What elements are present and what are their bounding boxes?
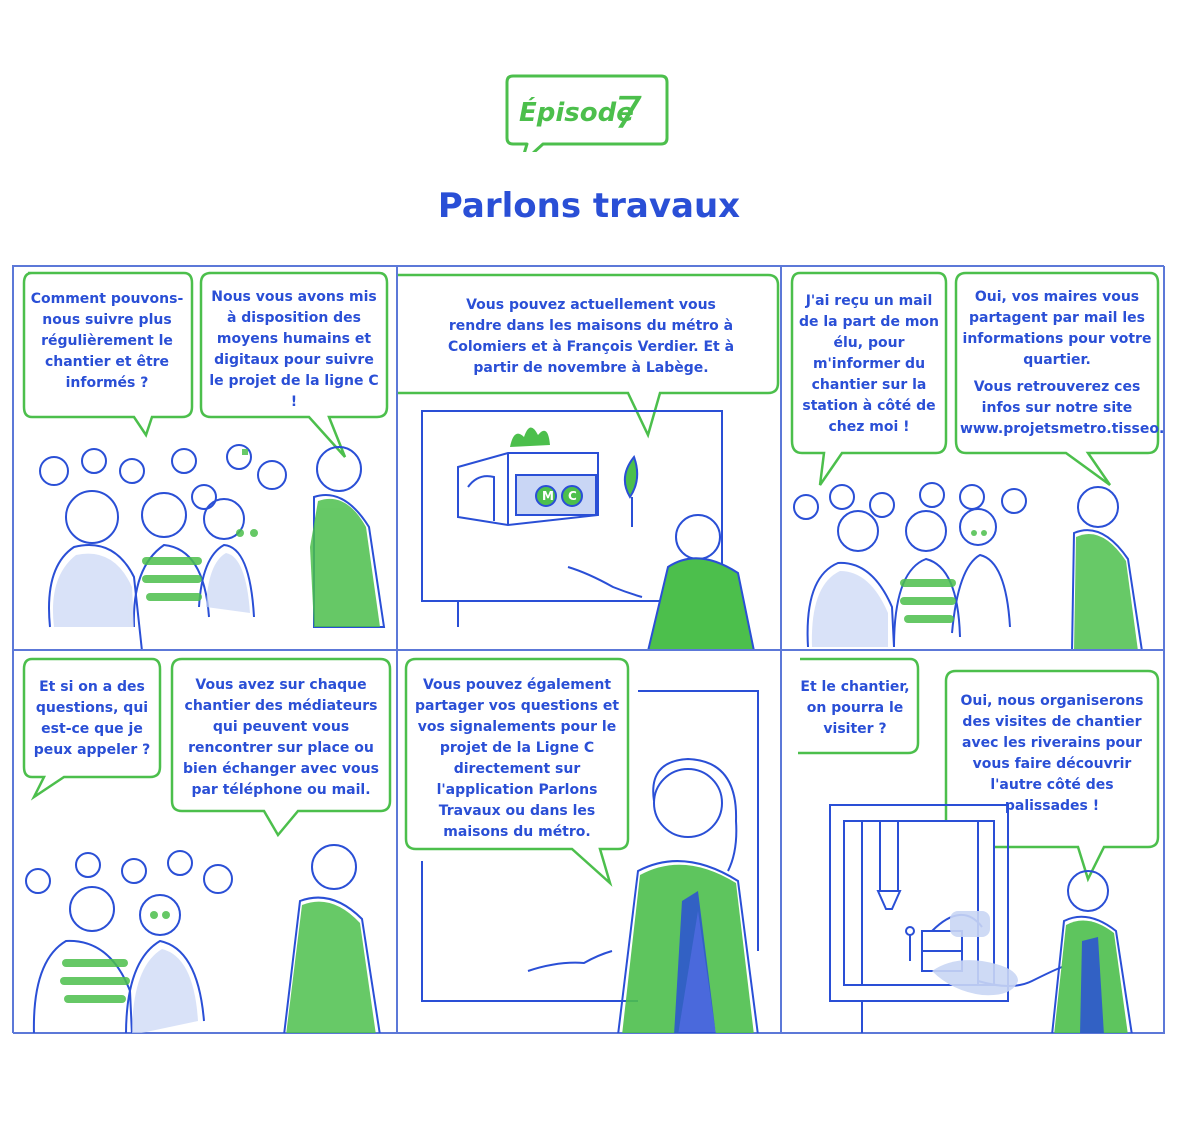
panel-6: Et le chantier, on pourra le visiter ? O… [781,650,1165,1034]
speech-bubble: Et si on a des questions, qui est-ce que… [22,657,162,801]
bubble-text: Vous pouvez également partager vos quest… [414,677,620,840]
metro-sign-c: C [568,489,577,503]
speech-bubble: Nous vous avons mis à disposition des mo… [199,271,389,458]
bubble-text: Nous vous avons mis à disposition des mo… [209,289,379,410]
speech-bubble: Vous pouvez également partager vos quest… [404,657,630,887]
construction-site-illustration [829,804,1133,1033]
bubble-text: Oui, vos maires vous partagent par mail … [962,289,1152,368]
panel-5: Vous pouvez également partager vos quest… [397,650,781,1034]
audience-illustration [39,444,386,649]
bubble-text: Vous retrouverez ces infos sur notre sit… [960,379,1165,437]
bubble-text: Oui, nous organiserons des visites de ch… [960,693,1144,814]
bubble-text: Vous avez sur chaque chantier des médiat… [183,677,379,798]
bubble-outline [798,657,920,755]
bubble-outline [170,657,392,838]
presenter-illustration [421,690,759,1033]
bubble-outline [22,657,162,801]
metro-sign-m: M [542,489,554,503]
audience-illustration [25,844,381,1033]
episode-number: 7 [614,88,642,139]
bubble-outline [954,271,1160,487]
bubble-outline [398,273,780,439]
bubble-outline [22,271,194,438]
speech-bubble: Oui, vos maires vous partagent par mail … [954,271,1165,487]
episode-label: Épisode [519,98,634,128]
bubble-text: Et si on a des questions, qui est-ce que… [33,679,151,758]
panel-4: Et si on a des questions, qui est-ce que… [13,650,397,1034]
metro-house-illustration: M C [421,410,755,649]
audience-illustration [793,482,1143,649]
panel-1: Comment pouvons-nous suivre plus réguliè… [13,266,397,650]
panel-3: J'ai reçu un mail de la part de mon élu,… [781,266,1165,650]
bubble-text: Vous pouvez actuellement vous rendre dan… [447,297,735,376]
speech-bubble: Vous avez sur chaque chantier des médiat… [170,657,392,838]
bubble-outline [404,657,630,887]
bubble-outline [944,669,1160,883]
bubble-text: Comment pouvons-nous suivre plus réguliè… [30,291,184,391]
speech-bubble: Comment pouvons-nous suivre plus réguliè… [22,271,194,438]
speech-bubble: J'ai reçu un mail de la part de mon élu,… [790,271,948,486]
comic-grid: Comment pouvons-nous suivre plus réguliè… [12,265,1165,1034]
speech-bubble: Oui, nous organiserons des visites de ch… [944,669,1160,883]
bubble-text: J'ai reçu un mail de la part de mon élu,… [798,293,939,435]
bubble-outline [199,271,389,458]
page-title: Parlons travaux [437,186,741,226]
speech-bubble: Vous pouvez actuellement vous rendre dan… [398,271,780,439]
panel-2: Vous pouvez actuellement vous rendre dan… [397,266,781,650]
bubble-text: Et le chantier, on pourra le visiter ? [800,679,910,737]
bubble-outline [790,271,948,486]
episode-badge [505,74,669,152]
speech-bubble: Et le chantier, on pourra le visiter ? [790,657,920,757]
